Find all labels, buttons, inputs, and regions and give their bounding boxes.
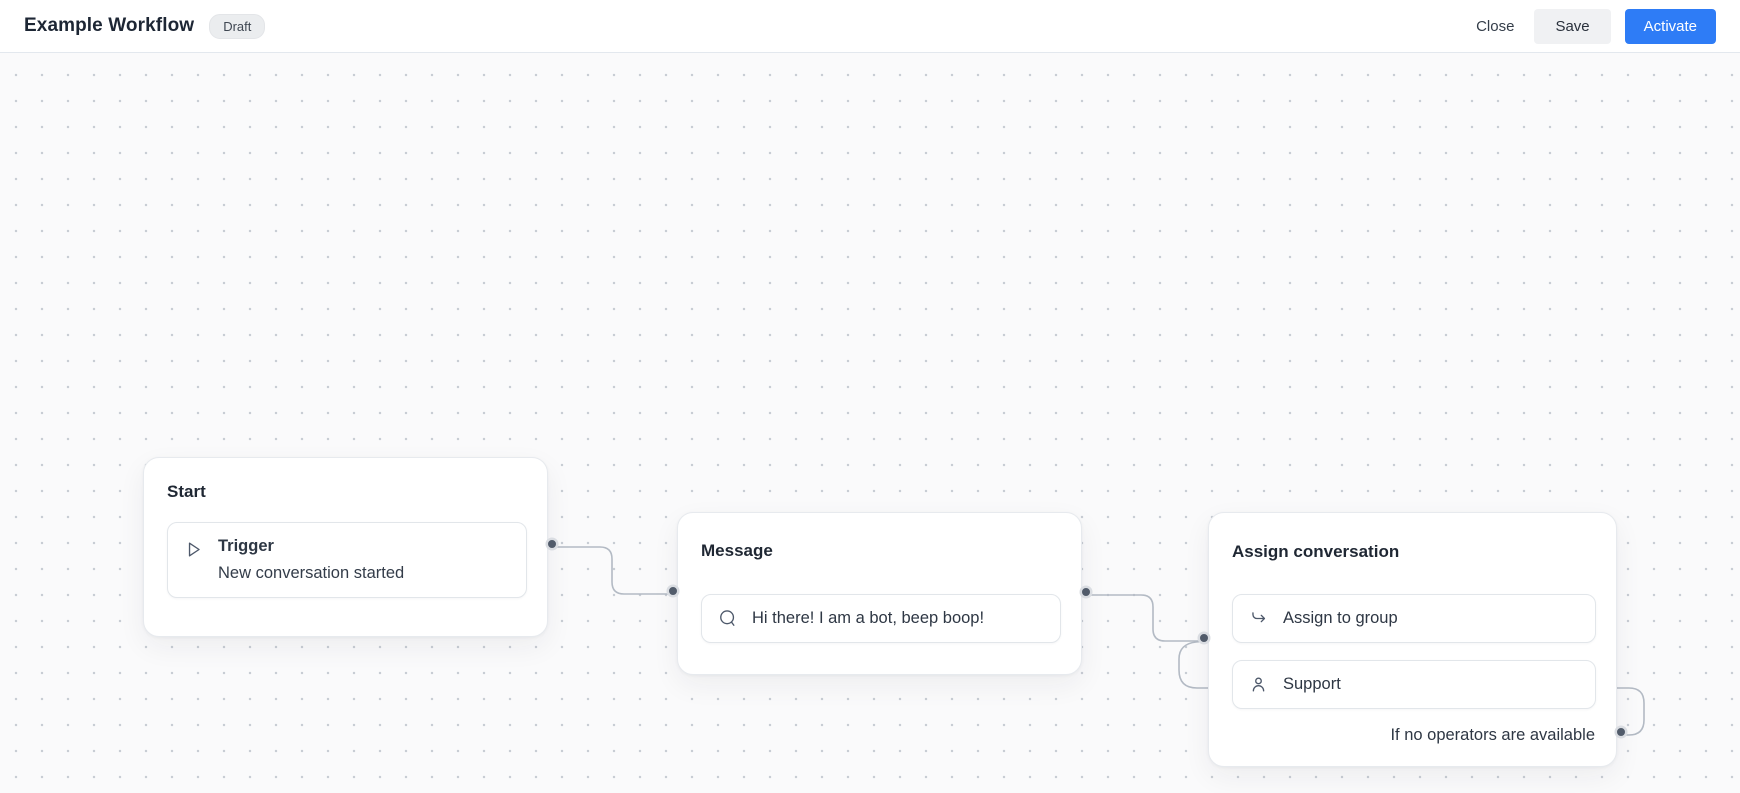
assign-arrow-icon (1249, 609, 1268, 628)
port-start-output[interactable] (548, 540, 556, 548)
node-assign-title: Assign conversation (1232, 542, 1400, 561)
port-no-operators-output[interactable] (1617, 728, 1625, 736)
node-message-title: Message (701, 541, 773, 560)
trigger-label: Trigger (218, 537, 274, 555)
trigger-sublabel: New conversation started (218, 564, 405, 582)
activate-button[interactable]: Activate (1624, 8, 1716, 44)
support-group-item[interactable]: Support (1232, 660, 1596, 709)
node-assign-conversation[interactable]: Assign conversation Assign to group Supp… (1200, 512, 1625, 767)
workflow-topbar: Example Workflow Draft Close Save Activa… (0, 0, 1740, 53)
edge-start-to-message (548, 546, 677, 595)
message-text: Hi there! I am a bot, beep boop! (752, 609, 985, 627)
node-start-title: Start (167, 482, 206, 501)
port-message-output[interactable] (1082, 588, 1090, 596)
port-message-input[interactable] (669, 587, 677, 595)
message-item[interactable]: Hi there! I am a bot, beep boop! (701, 594, 1061, 643)
no-operators-label: If no operators are available (1390, 726, 1595, 744)
save-button[interactable]: Save (1534, 8, 1611, 44)
support-group-label: Support (1283, 675, 1341, 693)
port-assign-input[interactable] (1200, 634, 1208, 642)
node-message[interactable]: Message Hi there! I am a bot, beep boop! (669, 512, 1090, 675)
workflow-title: Example Workflow (24, 15, 195, 36)
status-badge: Draft (209, 13, 266, 39)
chat-bubble-icon (718, 609, 737, 628)
trigger-item[interactable]: Trigger New conversation started (167, 522, 527, 598)
topbar-actions: Close Save Activate (1470, 8, 1716, 44)
node-start[interactable]: Start Trigger New conversation started (143, 457, 556, 637)
assign-to-group-label: Assign to group (1283, 609, 1398, 627)
play-icon (184, 540, 203, 559)
assign-to-group-item[interactable]: Assign to group (1232, 594, 1596, 643)
edge-message-to-assign (1082, 594, 1209, 642)
user-icon (1249, 675, 1268, 694)
close-button[interactable]: Close (1470, 10, 1520, 43)
workflow-canvas[interactable]: Start Trigger New conversation started M… (0, 53, 1740, 793)
